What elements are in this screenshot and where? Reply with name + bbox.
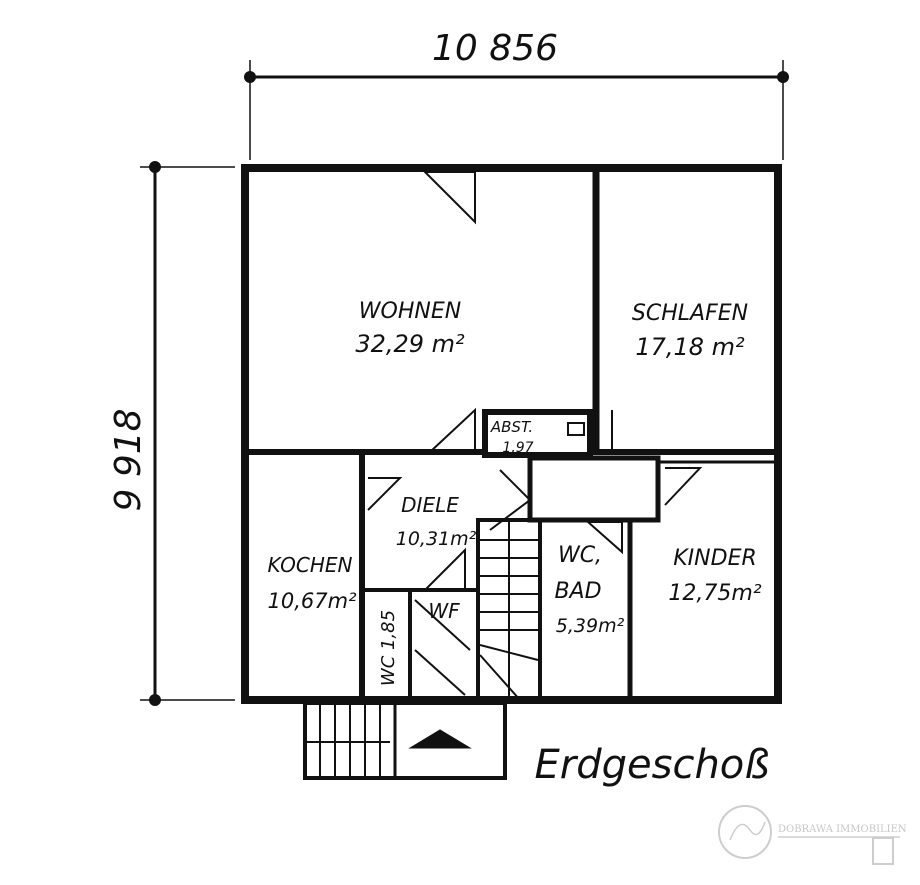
room-wc-bad-1: WC, <box>558 543 602 568</box>
area-schlafen: 17,18 m² <box>635 333 745 361</box>
dimension-height: 9 918 <box>108 161 235 706</box>
room-wc-bad-2: BAD <box>554 579 601 604</box>
room-diele: DIELE <box>401 493 459 517</box>
area-diele: 10,31m² <box>396 528 477 550</box>
height-label: 9 918 <box>108 408 149 511</box>
room-wohnen: WOHNEN <box>359 299 461 324</box>
area-kinder: 12,75m² <box>668 581 761 606</box>
room-wf: WF <box>428 599 460 623</box>
room-wc: WC 1,85 <box>378 610 399 686</box>
area-abst: 1,97 <box>502 440 533 456</box>
walls <box>241 164 782 704</box>
dimension-width: 10 856 <box>244 28 789 160</box>
doors <box>367 171 703 696</box>
watermark-logo: DOBRAWA IMMOBILIEN <box>718 805 907 865</box>
watermark-brand: DOBRAWA IMMOBILIEN <box>778 824 907 835</box>
area-wohnen: 32,29 m² <box>355 330 465 358</box>
room-abst: ABST. <box>490 418 533 436</box>
floor-title: Erdgeschoß <box>535 742 770 788</box>
room-schlafen: SCHLAFEN <box>632 301 748 326</box>
entrance-stairs <box>303 701 507 780</box>
room-kochen: KOCHEN <box>268 553 353 577</box>
room-kinder: KINDER <box>673 546 757 571</box>
area-kochen: 10,67m² <box>268 589 358 613</box>
width-label: 10 856 <box>432 28 558 69</box>
area-bad: 5,39m² <box>556 615 625 637</box>
room-labels: WOHNEN 32,29 m² SCHLAFEN 17,18 m² ABST. … <box>268 299 762 686</box>
